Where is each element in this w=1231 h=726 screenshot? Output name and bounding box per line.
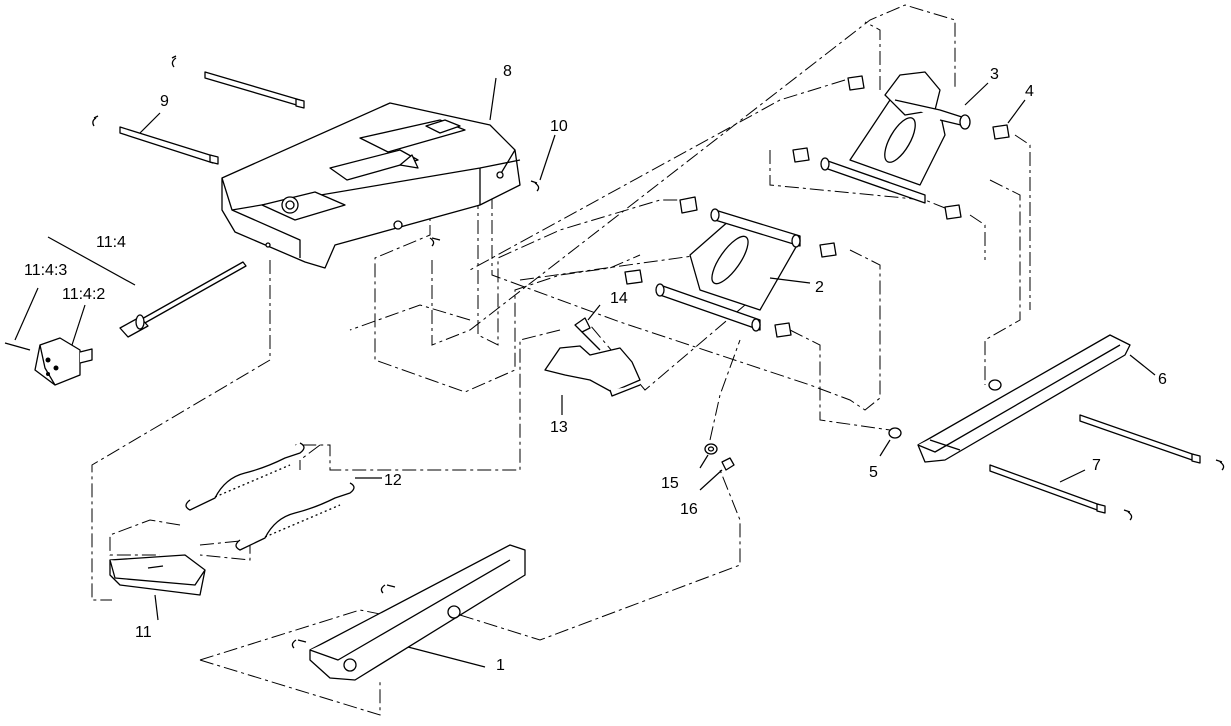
scissor-link-plate <box>624 196 837 338</box>
callout-13: 13 <box>550 419 568 436</box>
base-pad <box>109 554 206 596</box>
lower-pivot-rods <box>989 414 1225 521</box>
callout-3: 3 <box>990 66 999 83</box>
upper-slide-rail <box>888 334 1131 463</box>
callout-16: 16 <box>680 501 698 518</box>
callout-11-4: 11:4 <box>96 234 126 251</box>
callout-12: 12 <box>384 472 402 489</box>
callout-4: 4 <box>1025 83 1034 100</box>
callout-11: 11 <box>135 624 152 641</box>
callout-8: 8 <box>503 63 512 80</box>
callout-14: 14 <box>610 290 628 307</box>
upper-scissor-link <box>792 71 1010 220</box>
callout-11-4-3: 11:4:3 <box>24 262 67 279</box>
callout-7: 7 <box>1092 457 1101 474</box>
seat-base-frame <box>221 102 540 269</box>
callout-15: 15 <box>661 475 679 492</box>
tension-springs <box>185 442 355 551</box>
callout-11-4-2: 11:4:2 <box>62 286 105 303</box>
callout-9: 9 <box>160 93 169 110</box>
mounting-bracket <box>544 317 641 397</box>
callout-5: 5 <box>869 464 878 481</box>
callout-leaders <box>14 77 1156 668</box>
callout-6: 6 <box>1158 371 1167 388</box>
callout-2: 2 <box>815 279 824 296</box>
callout-labels: 1 2 3 4 5 6 7 8 9 10 11 11:4 11:4:2 11:4… <box>24 63 1167 674</box>
callout-1: 1 <box>496 657 505 674</box>
upper-pivot-rods <box>92 55 305 165</box>
assembly-guide-lines <box>91 4 1031 716</box>
lower-slide-rail <box>291 544 526 681</box>
nuts-and-washers <box>704 443 735 471</box>
callout-10: 10 <box>550 118 568 135</box>
adjustment-knob-assembly <box>4 261 247 386</box>
